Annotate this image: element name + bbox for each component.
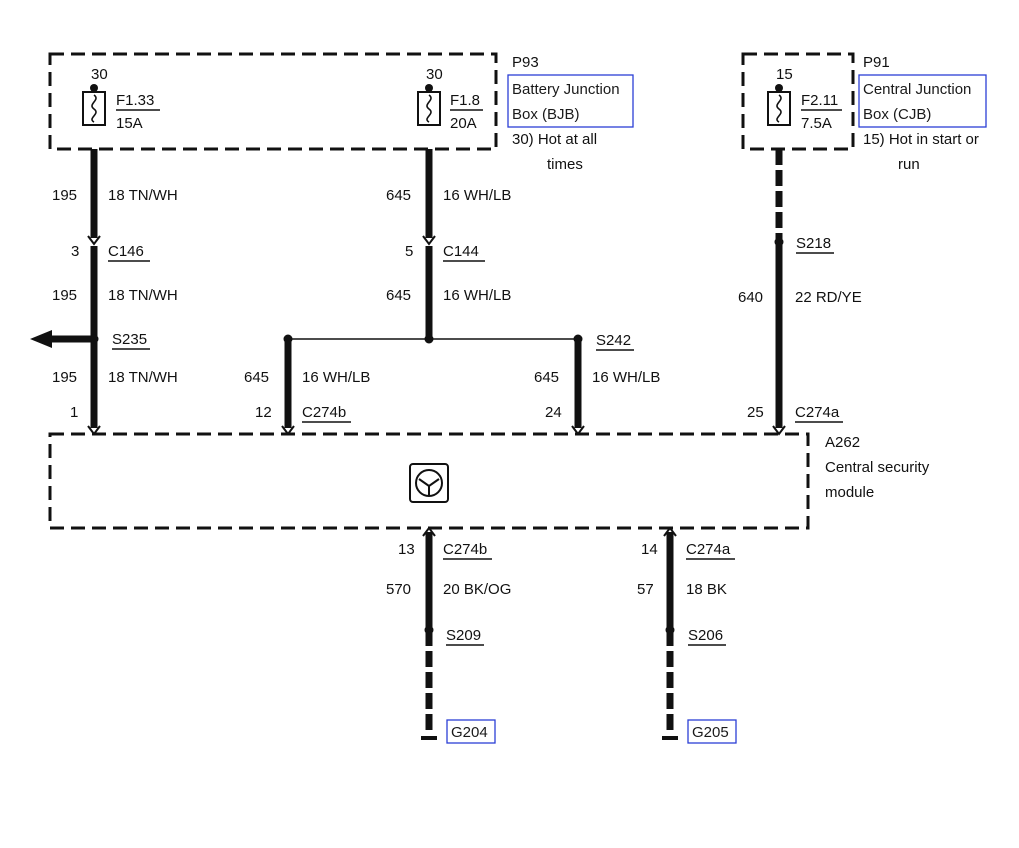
bjb-outline (48, 52, 498, 151)
central-security-module: A262 Central security module (48, 432, 930, 530)
circuit-645-wire: 16 WH/LB (443, 187, 511, 204)
bjb-title-line2[interactable]: Box (BJB) (512, 106, 580, 123)
fuse-f1-8-name: F1.8 (450, 92, 480, 109)
circuit-195-wire: 18 TN/WH (108, 287, 178, 304)
circuit-57-number: 57 (637, 581, 654, 598)
circuit-640-wire: 22 RD/YE (795, 289, 862, 306)
module-symbol-icon (409, 463, 449, 503)
circuit-645-wire: 16 WH/LB (302, 369, 370, 386)
fuse-f2-11-terminal: 15 (776, 66, 793, 83)
g205-connector-pin: 14 (641, 541, 658, 558)
module-pin-1: 1 (70, 404, 78, 421)
connector-chevron-icon (772, 425, 786, 436)
ground-g205-branch: 14 C274a 57 18 BK S206 G205 (637, 526, 737, 744)
circuit-645-wire: 16 WH/LB (443, 287, 511, 304)
circuit-645-number: 645 (534, 369, 559, 386)
circuit-195-wire: 18 TN/WH (108, 187, 178, 204)
g204-link-box[interactable] (446, 719, 496, 744)
circuit-645-branch: 645 16 WH/LB 5 C144 645 16 WH/LB 645 16 … (244, 149, 660, 436)
cjb-outline (741, 52, 855, 151)
c146-pin: 3 (71, 243, 79, 260)
bjb-note-line1: 30) Hot at all (512, 131, 597, 148)
circuit-195-branch: 195 18 TN/WH 3 C146 195 18 TN/WH S235 19… (30, 149, 178, 436)
cjb-link-box[interactable] (858, 74, 987, 128)
ground-g204-branch: 13 C274b 570 20 BK/OG S209 G204 (386, 526, 511, 744)
circuit-195-number: 195 (52, 187, 77, 204)
connector-chevron-icon (87, 235, 101, 246)
cjb-note-line2: run (898, 156, 920, 173)
g205-connector-label: C274a (686, 541, 731, 558)
c144-label: C144 (443, 243, 479, 260)
circuit-57-wire: 18 BK (686, 581, 727, 598)
central-junction-box: P91 Central Junction Box (CJB) 15) Hot i… (741, 52, 987, 173)
cjb-note-line1: 15) Hot in start or (863, 131, 979, 148)
c274a-label: C274a (795, 404, 840, 421)
module-pin-24: 24 (545, 404, 562, 421)
battery-junction-box: P93 Battery Junction Box (BJB) 30) Hot a… (48, 52, 634, 173)
fuse-f1-8-rating: 20A (450, 115, 477, 132)
g204-connector-label: C274b (443, 541, 487, 558)
connector-chevron-icon (422, 526, 436, 537)
s206-label: S206 (688, 627, 723, 644)
bjb-connector-label: P93 (512, 54, 539, 71)
bjb-title-line1[interactable]: Battery Junction (512, 81, 620, 98)
module-id: A262 (825, 434, 860, 451)
module-name-line1: Central security (825, 459, 930, 476)
cjb-title-line2[interactable]: Box (CJB) (863, 106, 931, 123)
cjb-connector-label: P91 (863, 54, 890, 71)
g205-label[interactable]: G205 (692, 724, 729, 741)
module-pin-12: 12 (255, 404, 272, 421)
circuit-640-number: 640 (738, 289, 763, 306)
s235-label: S235 (112, 331, 147, 348)
fuse-f2-11-rating: 7.5A (801, 115, 832, 132)
circuit-640-branch: S218 640 22 RD/YE 25 C274a (738, 149, 862, 436)
s209-label: S209 (446, 627, 481, 644)
g204-label[interactable]: G204 (451, 724, 488, 741)
connector-chevron-icon (422, 235, 436, 246)
circuit-195-wire: 18 TN/WH (108, 369, 178, 386)
circuit-645-number: 645 (244, 369, 269, 386)
fuse-f1-33: 30 F1.33 15A (82, 66, 160, 132)
module-name-line2: module (825, 484, 874, 501)
fuse-f2-11-name: F2.11 (801, 92, 838, 109)
c274b-label: C274b (302, 404, 346, 421)
fuse-f1-33-name: F1.33 (116, 92, 154, 109)
g205-link-box[interactable] (687, 719, 737, 744)
s218-label: S218 (796, 235, 831, 252)
circuit-195-number: 195 (52, 369, 77, 386)
bjb-link-box[interactable] (507, 74, 634, 128)
circuit-645-wire: 16 WH/LB (592, 369, 660, 386)
bjb-note-line2: times (547, 156, 583, 173)
circuit-645-number: 645 (386, 287, 411, 304)
g204-connector-pin: 13 (398, 541, 415, 558)
arrow-left-icon (30, 330, 52, 348)
circuit-570-wire: 20 BK/OG (443, 581, 511, 598)
fuse-f1-8: 30 F1.8 20A (417, 66, 483, 132)
c144-pin: 5 (405, 243, 413, 260)
fuse-f1-8-terminal: 30 (426, 66, 443, 83)
circuit-195-number: 195 (52, 287, 77, 304)
fuse-f2-11: 15 F2.11 7.5A (767, 66, 842, 132)
fuse-f1-33-rating: 15A (116, 115, 143, 132)
cjb-title-line1[interactable]: Central Junction (863, 81, 971, 98)
connector-chevron-icon (663, 526, 677, 537)
circuit-570-number: 570 (386, 581, 411, 598)
c146-label: C146 (108, 243, 144, 260)
module-pin-25: 25 (747, 404, 764, 421)
circuit-645-number: 645 (386, 187, 411, 204)
fuse-f1-33-terminal: 30 (91, 66, 108, 83)
s242-label: S242 (596, 332, 631, 349)
